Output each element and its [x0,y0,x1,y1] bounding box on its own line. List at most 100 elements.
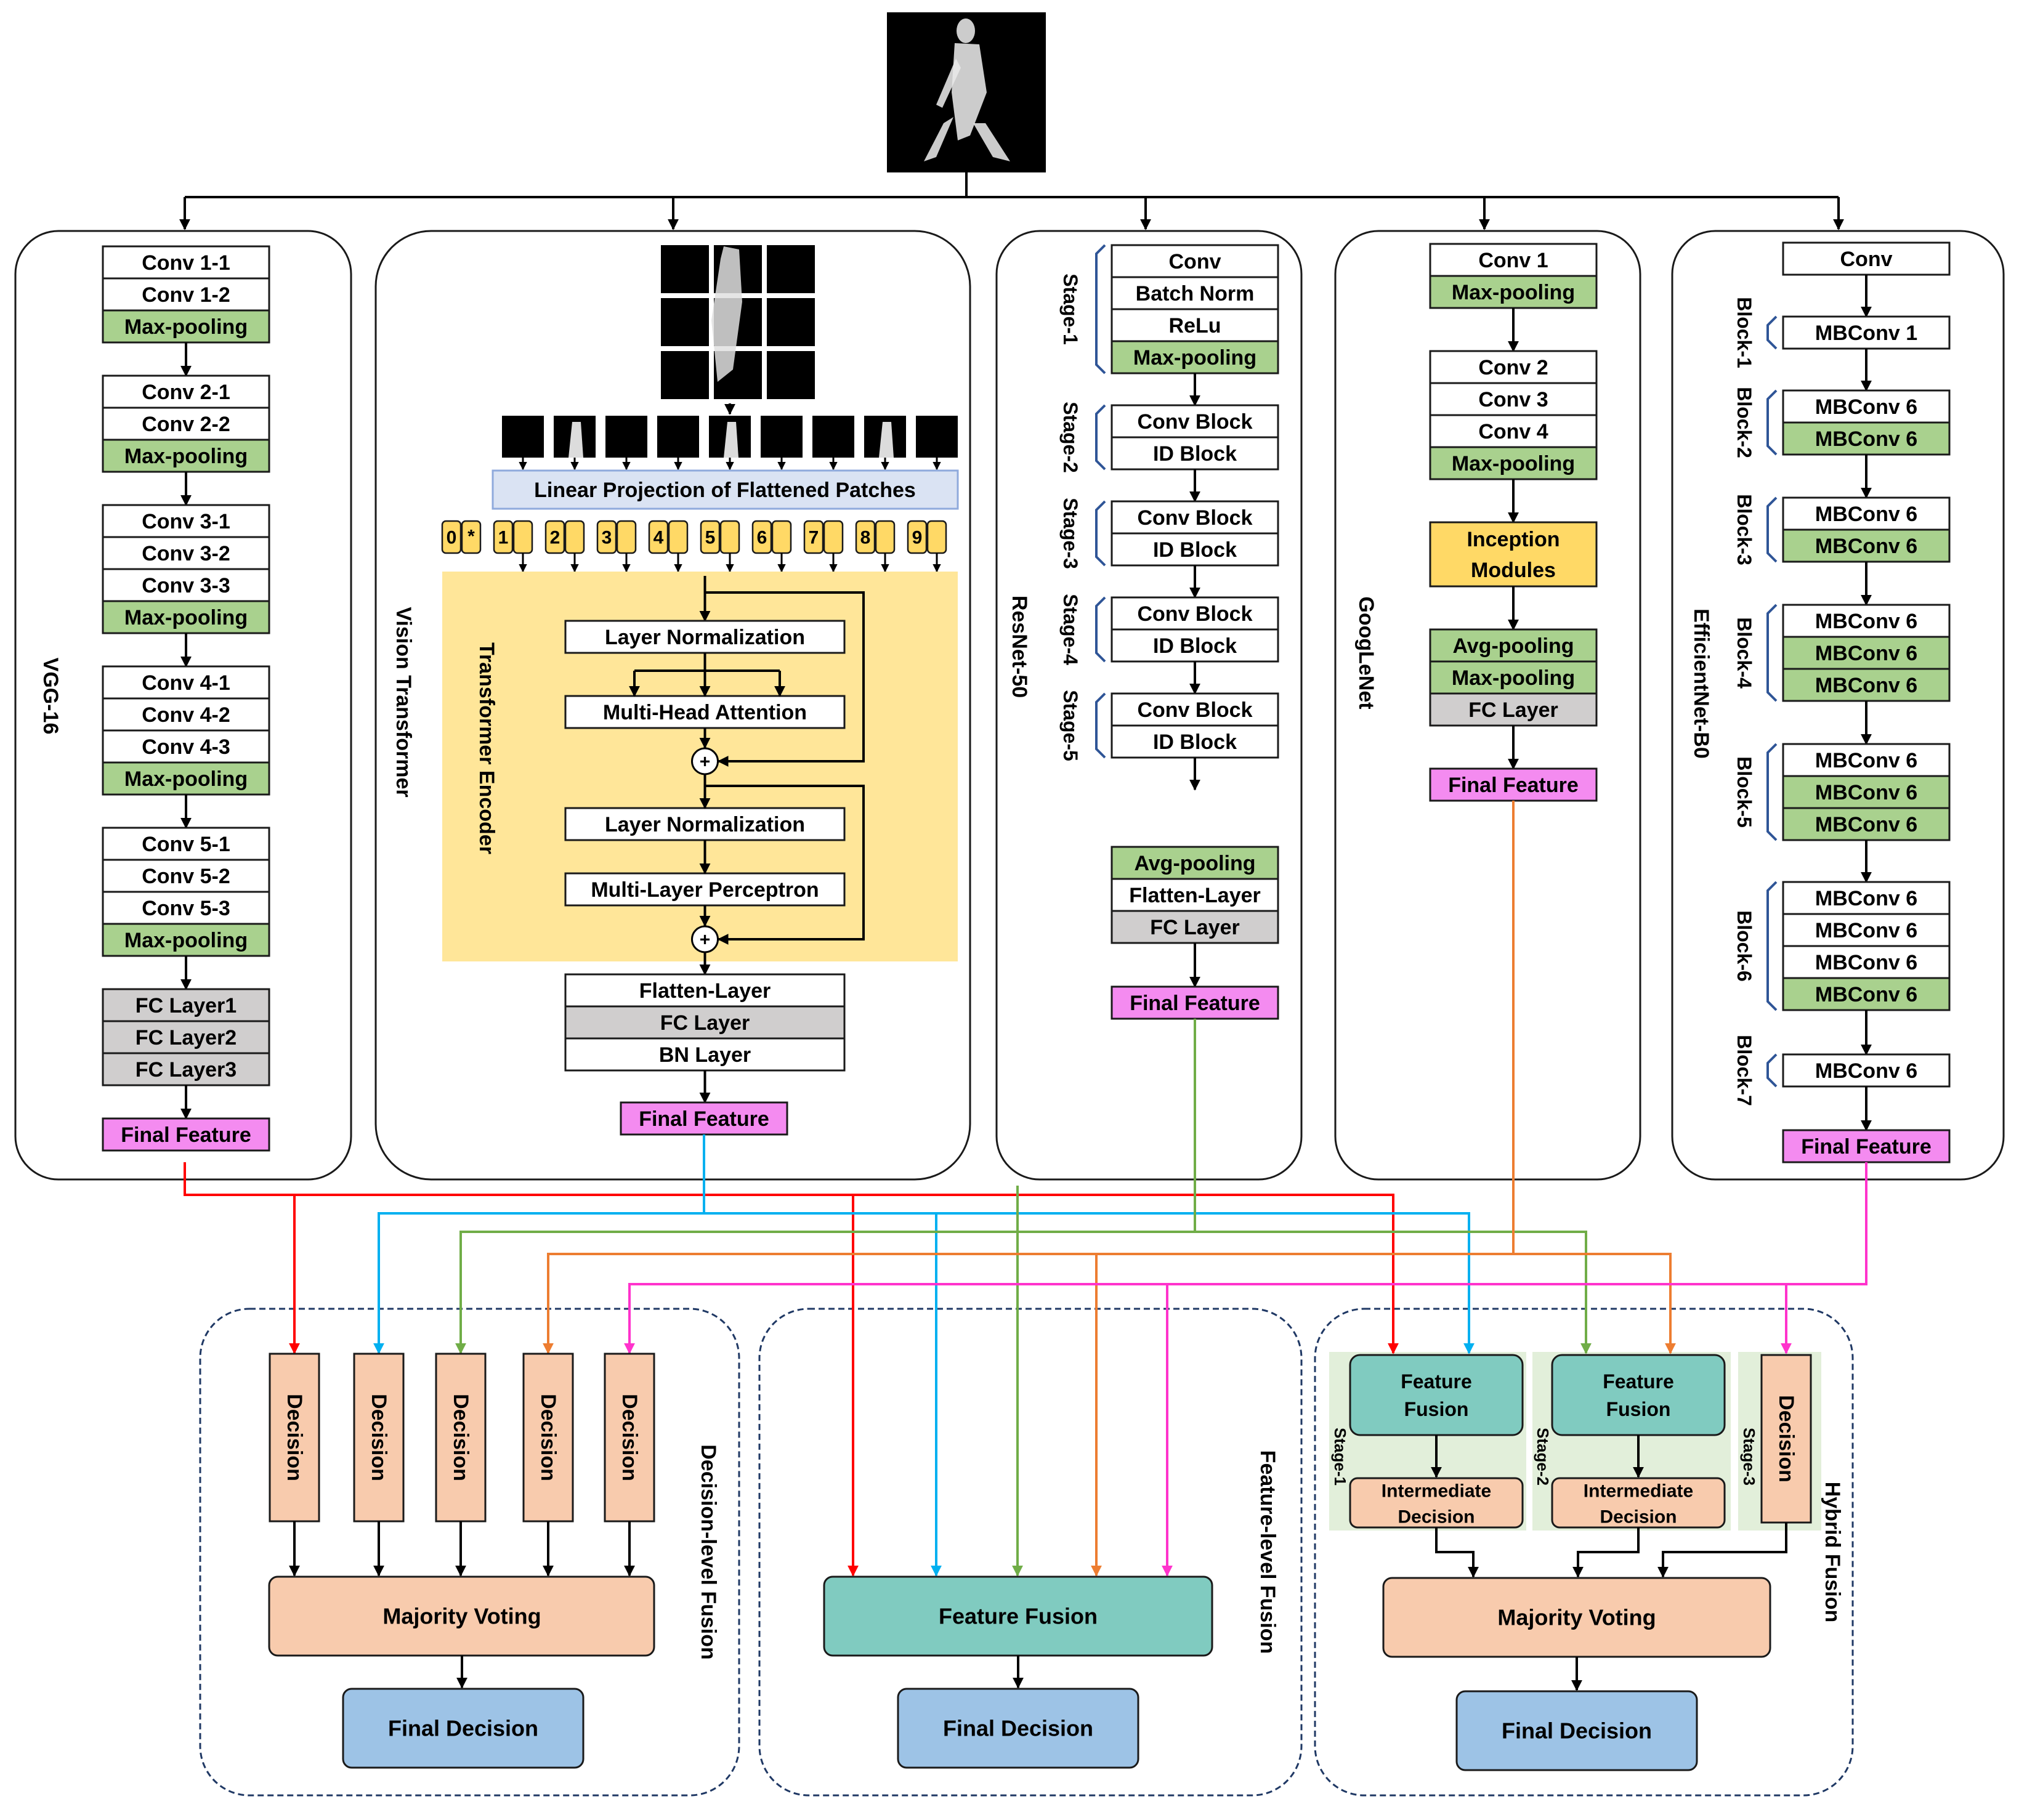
flattened-patch [502,416,544,458]
googlenet-inception-label: Inception [1467,528,1560,551]
resnet-final-feature-label: Final Feature [1130,992,1260,1015]
vit-final-feature-label: Final Feature [639,1107,769,1131]
effnet-route-line [624,1162,1867,1354]
resnet-label: ID Block [1153,442,1237,466]
vgg-layer [102,697,270,732]
hybrid-stage1-label: Stage-1 [1331,1428,1349,1486]
effnet-layer [1782,496,1951,531]
vit-route-hybrid [704,1212,1475,1354]
effnet-panel [1671,230,2005,1181]
hybrid-fusion-panel [1314,1308,1854,1797]
resnet-label: Conv Block [1137,602,1252,626]
resnet-label: ID Block [1153,634,1237,658]
vgg-label: Conv 3-1 [142,510,230,533]
vgg-route-line [184,1162,1399,1354]
feature-fusion-box-label: Feature Fusion [939,1604,1098,1629]
resnet-title: ResNet-50 [1008,596,1031,698]
vit-position-token [648,520,669,554]
resnet-stage-label: Stage-1 [1059,273,1082,345]
effnet-label: MBConv 6 [1815,503,1917,526]
patch-cell [661,351,709,399]
hybrid-stage3-decision [1760,1354,1812,1524]
effnet-block-label: Block-3 [1733,494,1755,565]
resnet-label: ID Block [1153,730,1237,754]
vgg-title: VGG-16 [39,658,62,735]
effnet-layer [1782,528,1951,563]
stage-bracket [1095,500,1106,567]
hybrid-stage3-to-voting [1657,1523,1787,1578]
decision-fusion-title: Decision-level Fusion [697,1444,720,1660]
effnet-label: MBConv 6 [1815,951,1917,974]
googlenet-title: GoogLeNet [1354,596,1378,709]
residual-connection [705,591,865,767]
hybrid-intermediate-label: Intermediate [1382,1481,1491,1502]
stage-bracket [1766,315,1778,350]
hybrid-feature-fusion-label: Feature [1603,1370,1674,1393]
vit-patch-token [771,520,792,554]
vgg-layer [102,859,270,893]
vit-linear-projection [492,469,959,510]
resnet-stage-label: Stage-2 [1059,402,1082,473]
vit-position-token [700,520,721,554]
effnet-label: MBConv 6 [1815,813,1917,836]
vgg-layer [102,277,270,312]
vit-head-label: FC Layer [660,1011,750,1035]
effnet-final-feature [1782,1129,1951,1163]
vit-projection-label: Linear Projection of Flattened Patches [534,479,916,502]
vgg-label: Conv 2-1 [142,381,230,404]
resnet-route-line [455,1019,1196,1354]
vgg-label: FC Layer1 [136,994,237,1017]
hybrid-intermediate-label: Decision [1398,1507,1475,1527]
effnet-label: MBConv 6 [1815,395,1917,419]
googlenet-inception-label: Modules [1471,559,1556,582]
googlenet-layer [1429,628,1598,663]
resnet-layer [1111,404,1279,439]
vgg-label: Conv 4-3 [142,735,230,759]
googlenet-label: FC Layer [1468,698,1558,722]
resnet-stage-label: Stage-5 [1059,690,1082,761]
vgg-label: Conv 5-2 [142,865,230,888]
resnet-layer [1111,596,1279,631]
decision-box-label: Decision [283,1394,306,1481]
vit-patch-token [823,520,844,554]
residual-connection [705,785,865,945]
residual-add-symbol: + [700,930,711,950]
effnet-layer [1782,389,1951,424]
vit-token-label: 2 [550,528,560,548]
stage-bracket [1766,1053,1778,1088]
resnet-head-layer [1111,878,1279,912]
feature-fusion-title: Feature-level Fusion [1256,1450,1279,1654]
vit-patch-token [668,520,689,554]
effnet-final-feature-label: Final Feature [1801,1135,1932,1159]
patch-figure-icon [724,422,738,458]
resnet-label: Batch Norm [1136,282,1255,305]
vit-route-line [373,1134,705,1354]
resnet-layer [1111,628,1279,663]
walking-silhouette-icon [924,18,1010,161]
effnet-label: MBConv 6 [1815,887,1917,910]
vit-patch-token [926,520,947,554]
vit-head-layer [564,973,846,1008]
vgg-label: Conv 4-1 [142,671,230,695]
vgg-layer [102,1020,270,1054]
vgg-label: FC Layer3 [136,1058,237,1082]
hybrid-final-decision-label: Final Decision [1502,1718,1652,1744]
hybrid-feature-fusion [1551,1354,1726,1436]
hybrid-stage2-to-voting [1572,1527,1640,1578]
decision-box-label: Decision [449,1394,472,1481]
vgg-final-feature [102,1117,270,1152]
vit-encoder-layer [564,620,846,654]
effnet-label: MBConv 6 [1815,642,1917,665]
vgg-layer [102,374,270,409]
vit-head-layer [564,1037,846,1072]
hybrid-intermediate-label: Decision [1600,1507,1677,1527]
effnet-label: MBConv 6 [1815,427,1917,451]
vgg-layer [102,406,270,441]
stage-bracket [1095,596,1106,663]
googlenet-layer [1429,446,1598,480]
vgg-label: Conv 1-1 [142,251,230,275]
vit-position-token [751,520,772,554]
resnet-label: Conv [1169,250,1221,273]
decision-box [435,1353,487,1523]
